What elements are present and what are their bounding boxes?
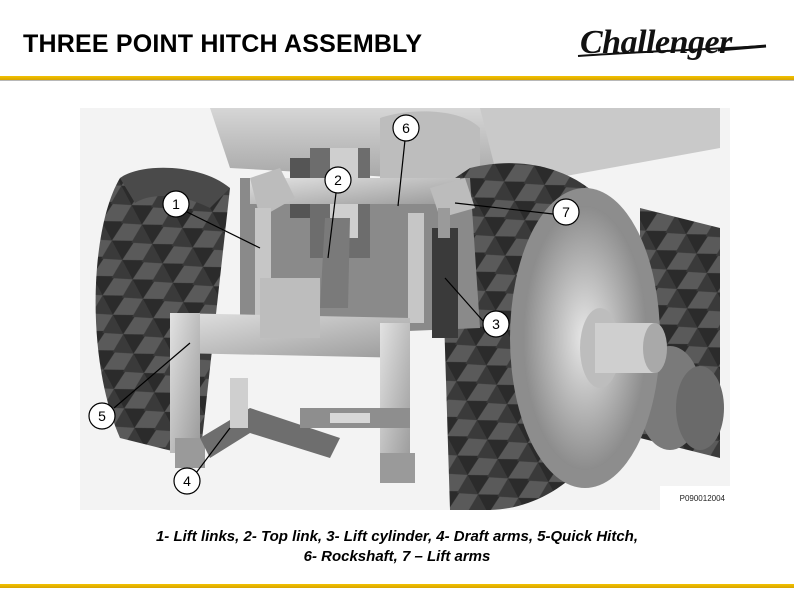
callout-3-label: 3 <box>492 316 500 332</box>
callout-4: 4 <box>173 467 201 495</box>
callout-5-label: 5 <box>98 408 106 424</box>
callout-6-label: 6 <box>402 120 410 136</box>
callout-1-label: 1 <box>172 196 180 212</box>
logo-swoosh-icon <box>577 44 767 57</box>
callout-7-label: 7 <box>562 204 570 220</box>
callout-7: 7 <box>552 198 580 226</box>
image-id: P090012004 <box>680 494 726 503</box>
footer-divider <box>0 584 794 588</box>
caption-line-2: 6- Rockshaft, 7 – Lift arms <box>303 548 491 565</box>
challenger-logo: Challenger <box>568 16 768 68</box>
callout-2: 2 <box>324 166 352 194</box>
header-divider <box>0 76 794 81</box>
caption-line-1: 1- Lift links, 2- Top link, 3- Lift cyli… <box>155 528 639 545</box>
callout-5: 5 <box>88 402 116 430</box>
callout-3: 3 <box>482 310 510 338</box>
callout-4-label: 4 <box>183 473 191 489</box>
callout-6: 6 <box>392 114 420 142</box>
hitch-diagram: 1 2 3 4 5 6 7 P090012004 <box>80 108 730 510</box>
slide-title: THREE POINT HITCH ASSEMBLY <box>23 30 423 58</box>
callout-2-label: 2 <box>334 172 342 188</box>
tractor-rear-illustration: 1 2 3 4 5 6 7 P090012004 <box>80 108 730 510</box>
callout-1: 1 <box>162 190 190 218</box>
